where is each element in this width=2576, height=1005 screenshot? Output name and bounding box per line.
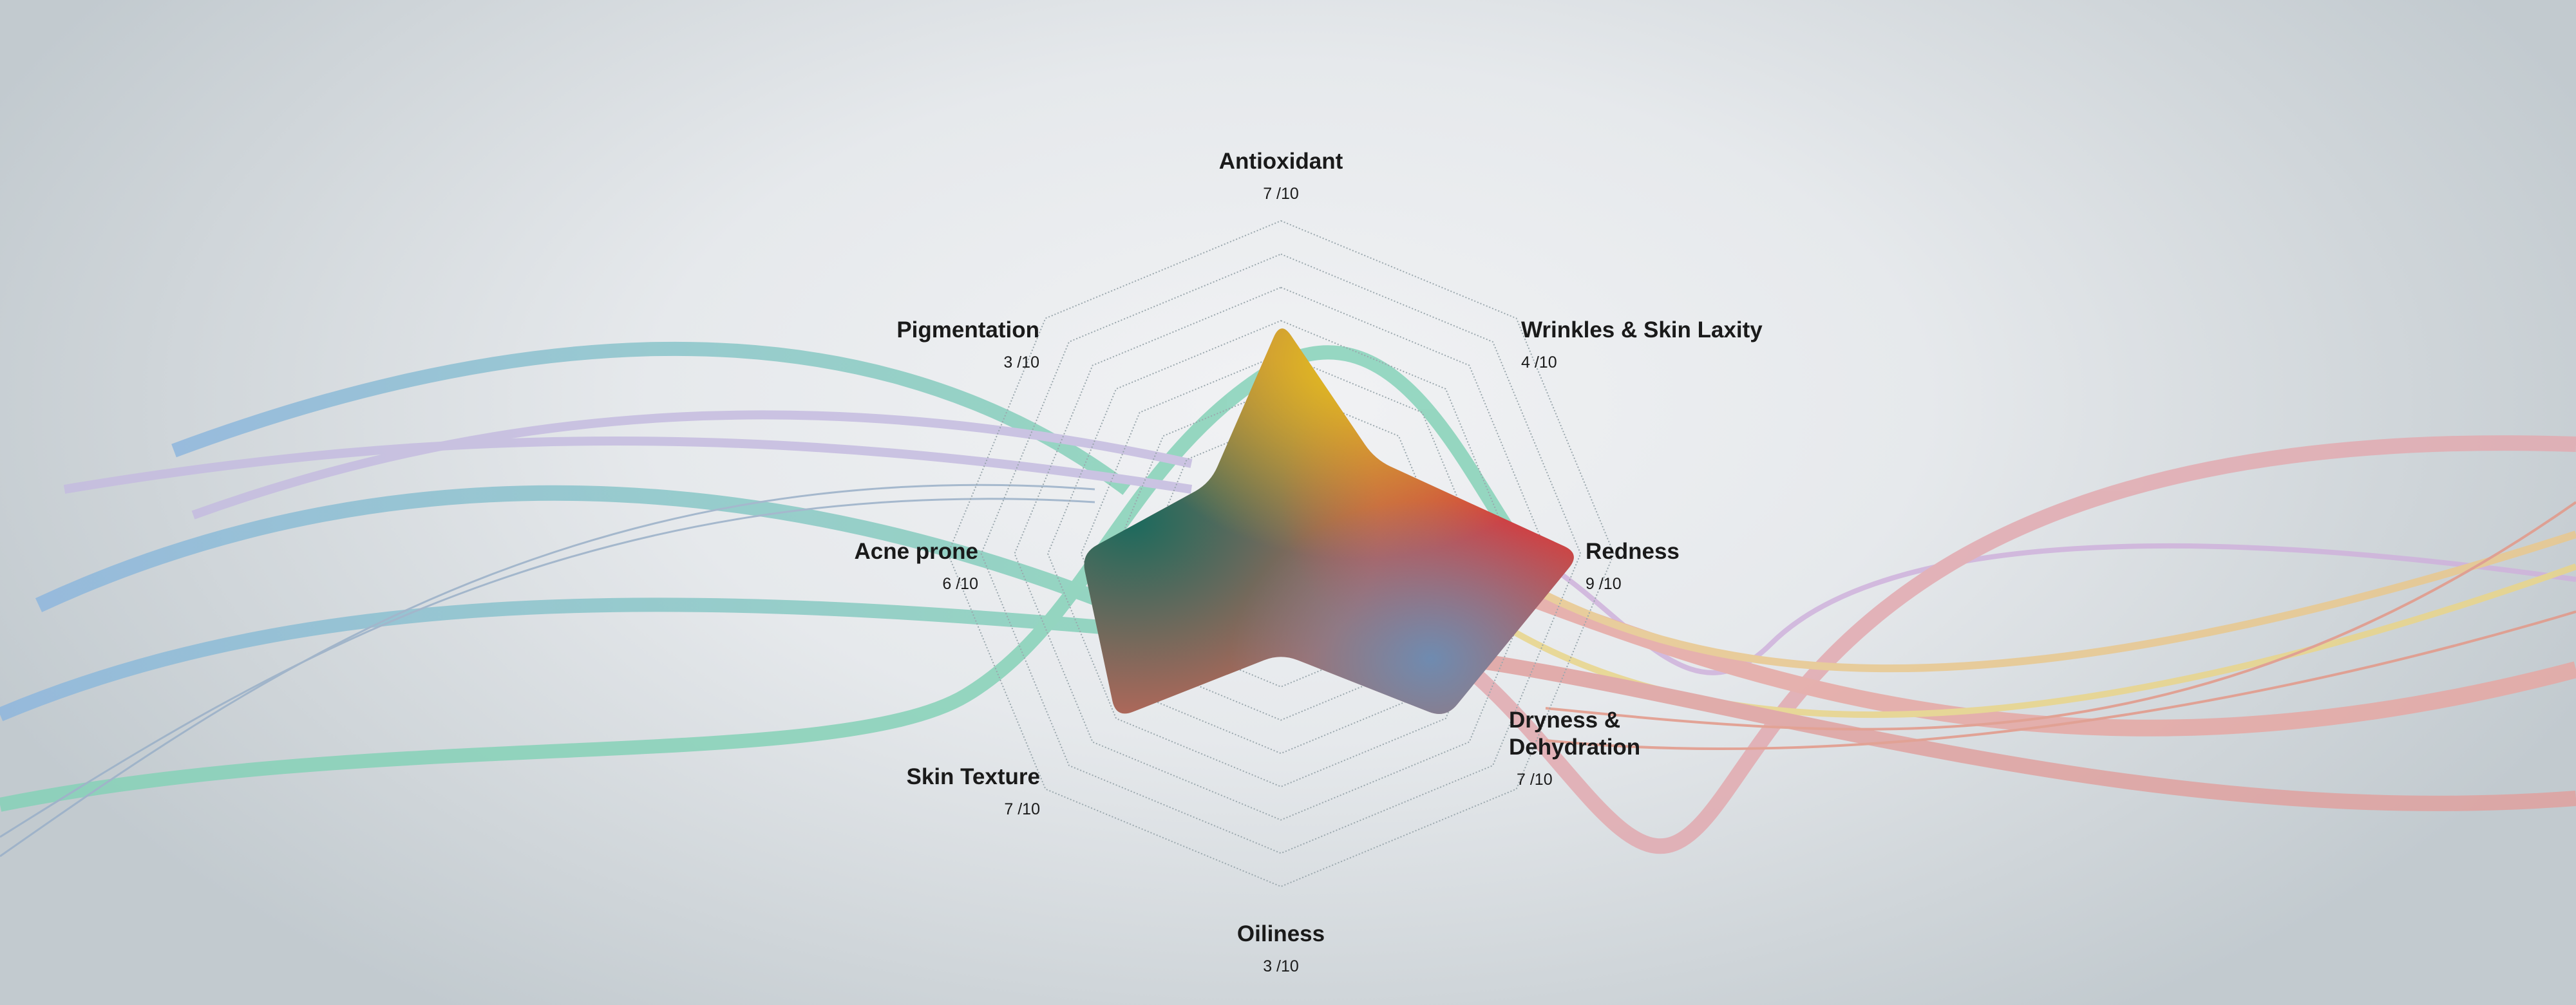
axis-title: Redness [1586,539,1680,564]
axis-label: Redness 9 /10 [1586,538,1680,594]
axis-title: Dryness & Dehydration [1509,708,1641,760]
axis-score: 4 /10 [1521,353,1557,371]
axis-label: Dryness & Dehydration 7 /10 [1509,707,1657,789]
radar-shape [1084,328,1574,714]
axis-title: Oiliness [1236,921,1325,946]
axis-label: Oiliness 3 /10 [1237,921,1325,976]
axis-score: 3 /10 [1263,957,1299,975]
axis-score: 9 /10 [1586,575,1622,593]
axis-score: 6 /10 [942,575,978,593]
axis-score: 7 /10 [1517,771,1553,789]
axis-title: Skin Texture [906,764,1040,789]
axis-title: Acne prone [854,539,978,564]
grid-ring [1080,353,1482,755]
axis-score: 7 /10 [1004,800,1040,818]
axis-label: Skin Texture 7 /10 [907,764,1040,819]
axis-title: Antioxidant [1218,149,1343,174]
axis-label: Wrinkles & Skin Laxity 4 /10 [1521,317,1763,372]
grid-ring [1113,386,1448,721]
grid-ring [1014,286,1548,821]
axis-label: Pigmentation 3 /10 [896,317,1039,372]
axis-title: Wrinkles & Skin Laxity [1521,317,1763,343]
axis-score: 7 /10 [1263,185,1299,203]
axis-label: Antioxidant 7 /10 [1219,148,1343,203]
axis-title: Pigmentation [896,317,1039,343]
grid-ring [1047,320,1515,787]
axis-score: 3 /10 [1003,353,1039,371]
axis-label: Acne prone 6 /10 [854,538,978,594]
